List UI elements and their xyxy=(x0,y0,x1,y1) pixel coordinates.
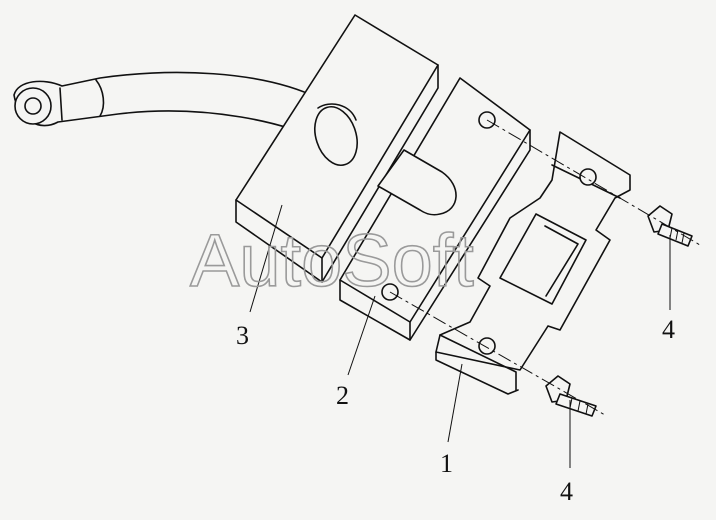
gate-hole-top xyxy=(579,168,597,186)
bolt-shank xyxy=(555,393,597,417)
lever-boss xyxy=(314,106,358,166)
part-3-lever-assembly xyxy=(13,14,439,283)
callout-label-2: 2 xyxy=(336,381,349,410)
gate-hole-bottom xyxy=(478,337,496,355)
bolt-shank xyxy=(657,223,693,247)
lever-eye-hole xyxy=(24,97,42,115)
assembly-axis-lines xyxy=(389,119,701,416)
watermark-text: AutoSoft xyxy=(190,219,474,302)
guide-slot xyxy=(377,149,457,216)
part-2-guide-plate xyxy=(339,77,531,341)
callout-label-4-upper: 4 xyxy=(662,315,675,344)
part-4-bolt-lower xyxy=(545,375,597,417)
part-1-gate-plate xyxy=(435,131,631,395)
leader-lines xyxy=(249,204,671,468)
callout-label-3: 3 xyxy=(236,321,249,350)
callout-label-4-lower: 4 xyxy=(560,477,573,506)
callout-label-1: 1 xyxy=(440,449,453,478)
